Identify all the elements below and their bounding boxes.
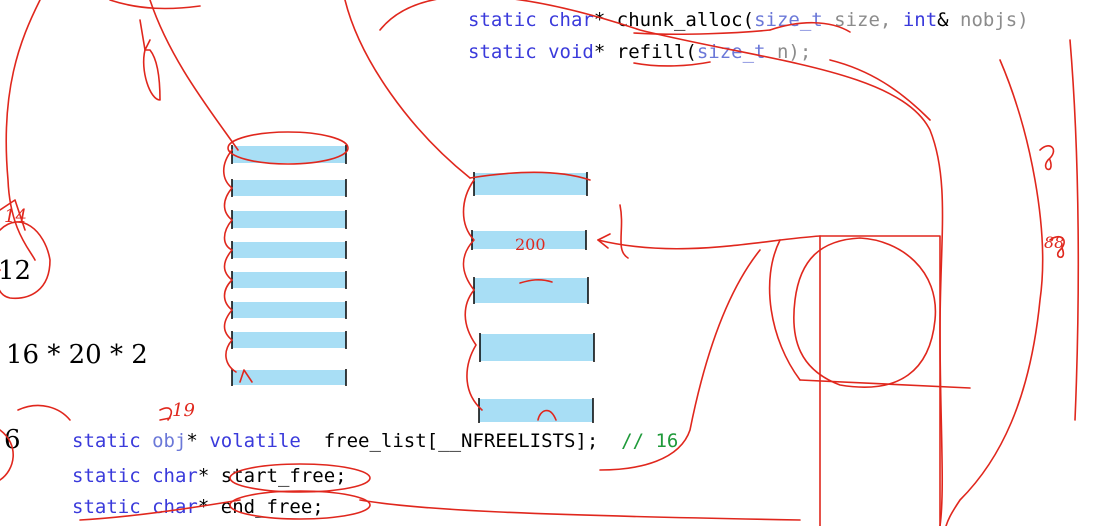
ink-left-chain — [222, 149, 237, 373]
ink-right-loop — [379, 0, 944, 526]
ink-label-19: 19 — [172, 400, 195, 421]
ink-small-box — [142, 49, 161, 101]
ink-head-ellipse — [227, 131, 349, 165]
ink-top-line — [149, 0, 239, 151]
block-left-5 — [232, 272, 346, 288]
block-left-2 — [232, 180, 346, 196]
block-right-4 — [480, 334, 594, 361]
ink-ellipse-end-free — [229, 490, 371, 520]
free-list-column-right — [471, 172, 595, 423]
ink-label-200: 200 — [515, 235, 546, 254]
block-right-1 — [474, 173, 587, 195]
ink-right-chain — [462, 179, 483, 411]
block-left-1 — [232, 146, 346, 163]
ink-circle-12 — [0, 221, 51, 300]
block-left-3 — [232, 211, 346, 228]
free-list-declaration: static obj* volatile free_list[__NFREELI… — [72, 430, 679, 452]
block-left-7 — [232, 332, 346, 348]
ink-labels: 200 19 14 88 — [4, 206, 1064, 421]
block-left-8 — [232, 370, 346, 385]
ink-left-arc — [5, 0, 41, 261]
ink-far-right-curve — [945, 59, 1044, 526]
ink-pointer-to-200 — [597, 235, 821, 250]
size-label-12: 12 — [0, 256, 32, 286]
block-right-3 — [474, 278, 588, 303]
ink-down-arrow — [139, 19, 151, 51]
free-list-column-left — [231, 145, 347, 386]
block-left-6 — [232, 302, 346, 318]
chunk-alloc-declaration: static char* chunk_alloc(size_t size, in… — [468, 9, 1029, 31]
block-right-5 — [479, 399, 593, 422]
ink-to-right-column — [344, 0, 471, 179]
block-left-4 — [232, 242, 346, 258]
size-label-6: 6 — [4, 425, 21, 455]
ink-label-14: 14 — [4, 206, 27, 227]
end-free-declaration: static char* end_free; — [72, 496, 324, 518]
start-free-declaration: static char* start_free; — [72, 465, 347, 487]
ink-circle — [793, 237, 937, 388]
ink-label-88: 88 — [1044, 233, 1064, 252]
refill-declaration: static void* refill(size_t n); — [468, 41, 812, 63]
ink-ellipse-start-free — [229, 463, 371, 493]
block-right-2 — [472, 231, 586, 249]
formula-16x20x2: 16 * 20 * 2 — [6, 340, 148, 370]
